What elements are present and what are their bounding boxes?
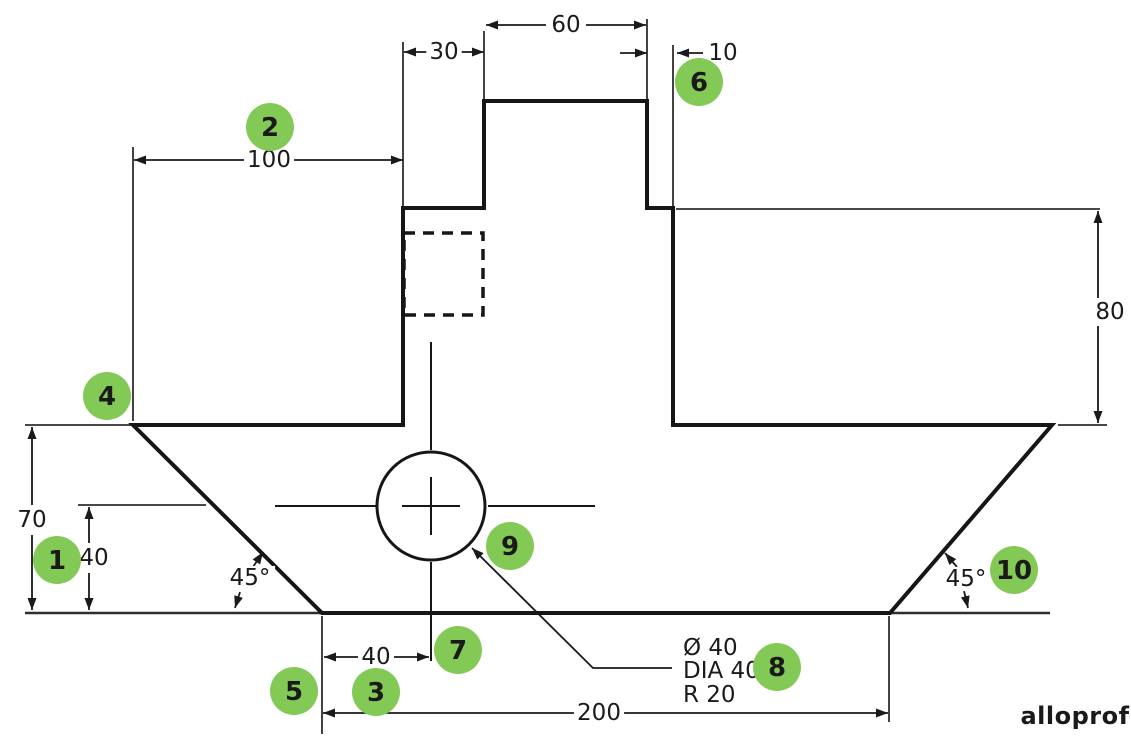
badge-circle bbox=[753, 643, 801, 691]
dim-height-80: 80 bbox=[1095, 299, 1124, 325]
dim-height-70: 70 bbox=[17, 507, 46, 533]
badge-circle bbox=[675, 58, 723, 106]
badge-number: 10 bbox=[996, 556, 1032, 586]
badge-circle bbox=[434, 626, 482, 674]
center-marks bbox=[275, 342, 595, 661]
badge-1: 1 bbox=[33, 536, 81, 584]
extension-lines bbox=[25, 19, 1107, 734]
badge-2: 2 bbox=[246, 103, 294, 151]
dim-width-30: 30 bbox=[429, 39, 458, 65]
badge-circle bbox=[486, 522, 534, 570]
hole-circle bbox=[275, 342, 595, 661]
badge-6: 6 bbox=[675, 58, 723, 106]
leader-line bbox=[471, 547, 672, 669]
label-background bbox=[224, 565, 276, 591]
angle-left-45: 45° bbox=[230, 565, 271, 591]
label-background bbox=[14, 507, 50, 533]
shape-outline bbox=[128, 99, 1057, 615]
callout-radius: R 20 bbox=[683, 682, 736, 708]
dim-width-200: 200 bbox=[577, 700, 621, 726]
label-background bbox=[243, 147, 295, 173]
badge-number: 9 bbox=[501, 532, 519, 562]
dim-height-40: 40 bbox=[79, 545, 108, 571]
badge-5: 5 bbox=[270, 667, 318, 715]
badge-circle bbox=[83, 372, 131, 420]
dim-width-100: 100 bbox=[247, 147, 291, 173]
alloprof-logo: alloprof bbox=[1020, 702, 1129, 730]
dim-width-40: 40 bbox=[361, 644, 390, 670]
badge-number: 2 bbox=[261, 113, 279, 143]
label-background bbox=[1092, 299, 1128, 325]
badge-circle bbox=[246, 103, 294, 151]
badge-number: 3 bbox=[367, 678, 385, 708]
badge-number: 8 bbox=[768, 653, 786, 683]
label-background bbox=[358, 644, 394, 670]
badge-number: 7 bbox=[449, 636, 467, 666]
badge-number: 5 bbox=[285, 677, 303, 707]
badge-9: 9 bbox=[486, 522, 534, 570]
badge-circle bbox=[270, 667, 318, 715]
label-background bbox=[940, 566, 992, 592]
number-badges: 1 2 3 4 5 6 7 8 9 10 bbox=[33, 58, 1038, 716]
label-background bbox=[426, 39, 462, 65]
badge-circle bbox=[990, 546, 1038, 594]
dim-width-60: 60 bbox=[551, 12, 580, 38]
angle-arrows bbox=[234, 551, 970, 609]
badge-number: 1 bbox=[48, 546, 66, 576]
badge-7: 7 bbox=[434, 626, 482, 674]
badge-circle bbox=[33, 536, 81, 584]
label-background bbox=[548, 12, 584, 38]
badge-number: 4 bbox=[98, 382, 116, 412]
badge-3: 3 bbox=[352, 668, 400, 716]
dim-width-10: 10 bbox=[708, 40, 737, 66]
hidden-square bbox=[402, 231, 485, 317]
label-background bbox=[680, 682, 745, 708]
angle-right-45: 45° bbox=[946, 566, 987, 592]
callout-diameter-symbol: Ø 40 bbox=[683, 635, 738, 661]
badge-number: 6 bbox=[690, 68, 708, 98]
badge-8: 8 bbox=[753, 643, 801, 691]
label-background bbox=[680, 635, 745, 661]
dimension-lines bbox=[27, 20, 1103, 718]
label-background bbox=[573, 700, 625, 726]
callout-dia: DIA 40 bbox=[683, 658, 760, 684]
label-background bbox=[705, 40, 741, 66]
badge-10: 10 bbox=[990, 546, 1038, 594]
badge-circle bbox=[352, 668, 400, 716]
badge-4: 4 bbox=[83, 372, 131, 420]
label-background bbox=[76, 545, 112, 571]
